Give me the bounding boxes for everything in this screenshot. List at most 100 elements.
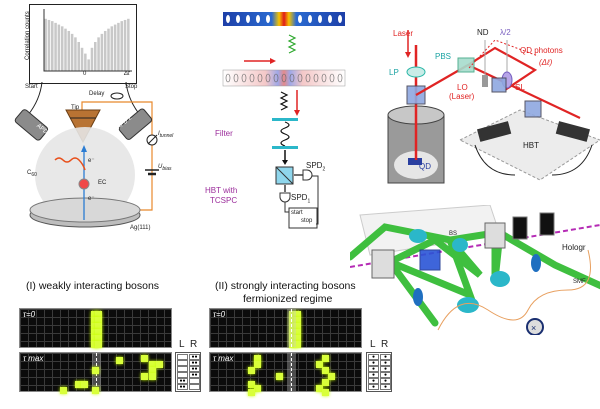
waveguide-hole — [257, 73, 263, 83]
delay-label: Delay — [89, 91, 105, 97]
particle-spot — [60, 387, 67, 394]
start-label: Start — [25, 84, 38, 90]
waveguide-hole — [321, 73, 327, 83]
ec-label: EC — [98, 180, 107, 186]
particle-spot — [156, 361, 163, 368]
particle-spot — [289, 311, 296, 318]
histogram-bar — [47, 19, 51, 71]
lr-table-cell: ●● — [189, 354, 200, 360]
qd-setup-illustration — [387, 30, 600, 184]
particle-spot — [91, 317, 98, 324]
crystal-hole — [246, 15, 250, 23]
waveguide-field — [222, 69, 346, 87]
black-photon-icon — [279, 91, 289, 111]
slm-frame-right-icon — [484, 222, 506, 249]
svg-text:×: × — [531, 323, 536, 333]
histogram-bar — [100, 33, 104, 71]
waveguide-hole — [225, 73, 231, 83]
particle-spot — [294, 341, 301, 348]
histogram-bar — [107, 28, 110, 71]
crystal-hole — [308, 15, 312, 23]
particle-spot — [316, 385, 323, 392]
slm-frame-left-icon — [371, 249, 395, 279]
output-laser-arrow-icon — [294, 110, 300, 116]
c60-label: C60 — [27, 170, 37, 179]
histogram-bar — [44, 18, 47, 71]
particle-spot — [95, 335, 102, 342]
input-laser-arrow-icon — [270, 58, 276, 64]
histogram-bar — [77, 42, 80, 71]
lr-table-cell — [177, 354, 188, 360]
particle-spot — [289, 323, 296, 330]
particle-spot — [254, 385, 261, 392]
L-label-I: L — [179, 339, 185, 350]
histogram-bar — [127, 18, 130, 71]
hologram-frame-2-icon — [539, 212, 555, 236]
lr-table-cell: ●● — [177, 384, 188, 390]
particle-spot — [294, 311, 301, 318]
histogram-bar — [123, 19, 127, 71]
particle-spot — [289, 341, 296, 348]
detector-box-right-icon — [555, 121, 591, 142]
linear-polarizer-icon — [406, 66, 426, 78]
histogram-bar — [90, 47, 94, 71]
histogram-xlabel: Δt — [124, 71, 130, 77]
histogram-bar — [60, 26, 64, 71]
spd2-label: SPD2 — [306, 161, 326, 173]
holographic-setup-illustration: × — [350, 205, 600, 335]
waveguide-hole — [273, 73, 279, 83]
lr-table-cell: ● — [368, 372, 379, 378]
tip-label: Tip — [71, 105, 80, 111]
lr-table-cell: ● — [380, 366, 391, 372]
histogram-bar — [97, 37, 100, 71]
filter-mirror-bottom — [272, 146, 298, 149]
histogram-bar — [74, 37, 77, 71]
histogram-bar — [64, 28, 67, 71]
hbt-tcspc-label-2: TCSPC — [210, 196, 238, 205]
lr-table-cell — [177, 360, 188, 366]
histogram-bar — [51, 21, 54, 71]
qd-photons-label: QD photons — [520, 46, 563, 55]
spd2-detector-icon — [302, 169, 313, 181]
hologram-label: Hologr — [562, 243, 586, 252]
particle-spot — [91, 329, 98, 336]
crystal-hole — [328, 15, 332, 23]
photon-wave-icon — [54, 157, 86, 171]
grid-I-tau0: τ=0 — [19, 308, 172, 348]
hbt-tcspc-label-1: HBT with — [205, 186, 238, 195]
heading-weakly-interacting: (I) weakly interacting bosons — [26, 280, 160, 292]
histogram-bar — [87, 59, 90, 71]
lr-table-cell: ● — [380, 360, 391, 366]
smf-label: SMF — [573, 279, 586, 285]
optical-fiber — [437, 249, 591, 331]
grid-I-taumax: τ max — [19, 352, 172, 394]
hologram-frame-1-icon — [512, 216, 528, 240]
particle-spot — [322, 355, 329, 362]
lr-table-cell: ● — [380, 354, 391, 360]
lr-table-cell: ● — [380, 372, 391, 378]
nd-label: ND — [477, 28, 489, 37]
lr-table-cell: ●● — [189, 366, 200, 372]
grid-II-tau0: τ=0 — [209, 308, 362, 348]
lo-label-1: LO — [457, 83, 468, 92]
delay-coil-icon — [110, 92, 124, 100]
histogram-ylabel: Correlation counts — [25, 11, 31, 60]
particle-spot — [91, 323, 98, 330]
particle-spot — [91, 335, 98, 342]
lr-occupation-table-II: ●●●●●●●●●●●● — [366, 352, 392, 392]
waveguide-hole — [329, 73, 335, 83]
crystal-hole — [256, 15, 260, 23]
lo-label-2: (Laser) — [449, 92, 475, 101]
particle-spot — [289, 317, 296, 324]
tcspc-start-label: start — [291, 210, 303, 216]
ubias-label: Ubias — [158, 164, 172, 173]
particle-spot — [289, 335, 296, 342]
crystal-hole — [298, 15, 302, 23]
bs-label: BS — [449, 231, 458, 237]
crystal-hole — [338, 15, 342, 23]
detector-box-left-icon — [476, 121, 512, 142]
stm-setup-illustration — [14, 81, 159, 228]
particle-spot — [92, 367, 99, 374]
R-label-II: R — [381, 339, 389, 350]
particle-spot — [248, 367, 255, 374]
